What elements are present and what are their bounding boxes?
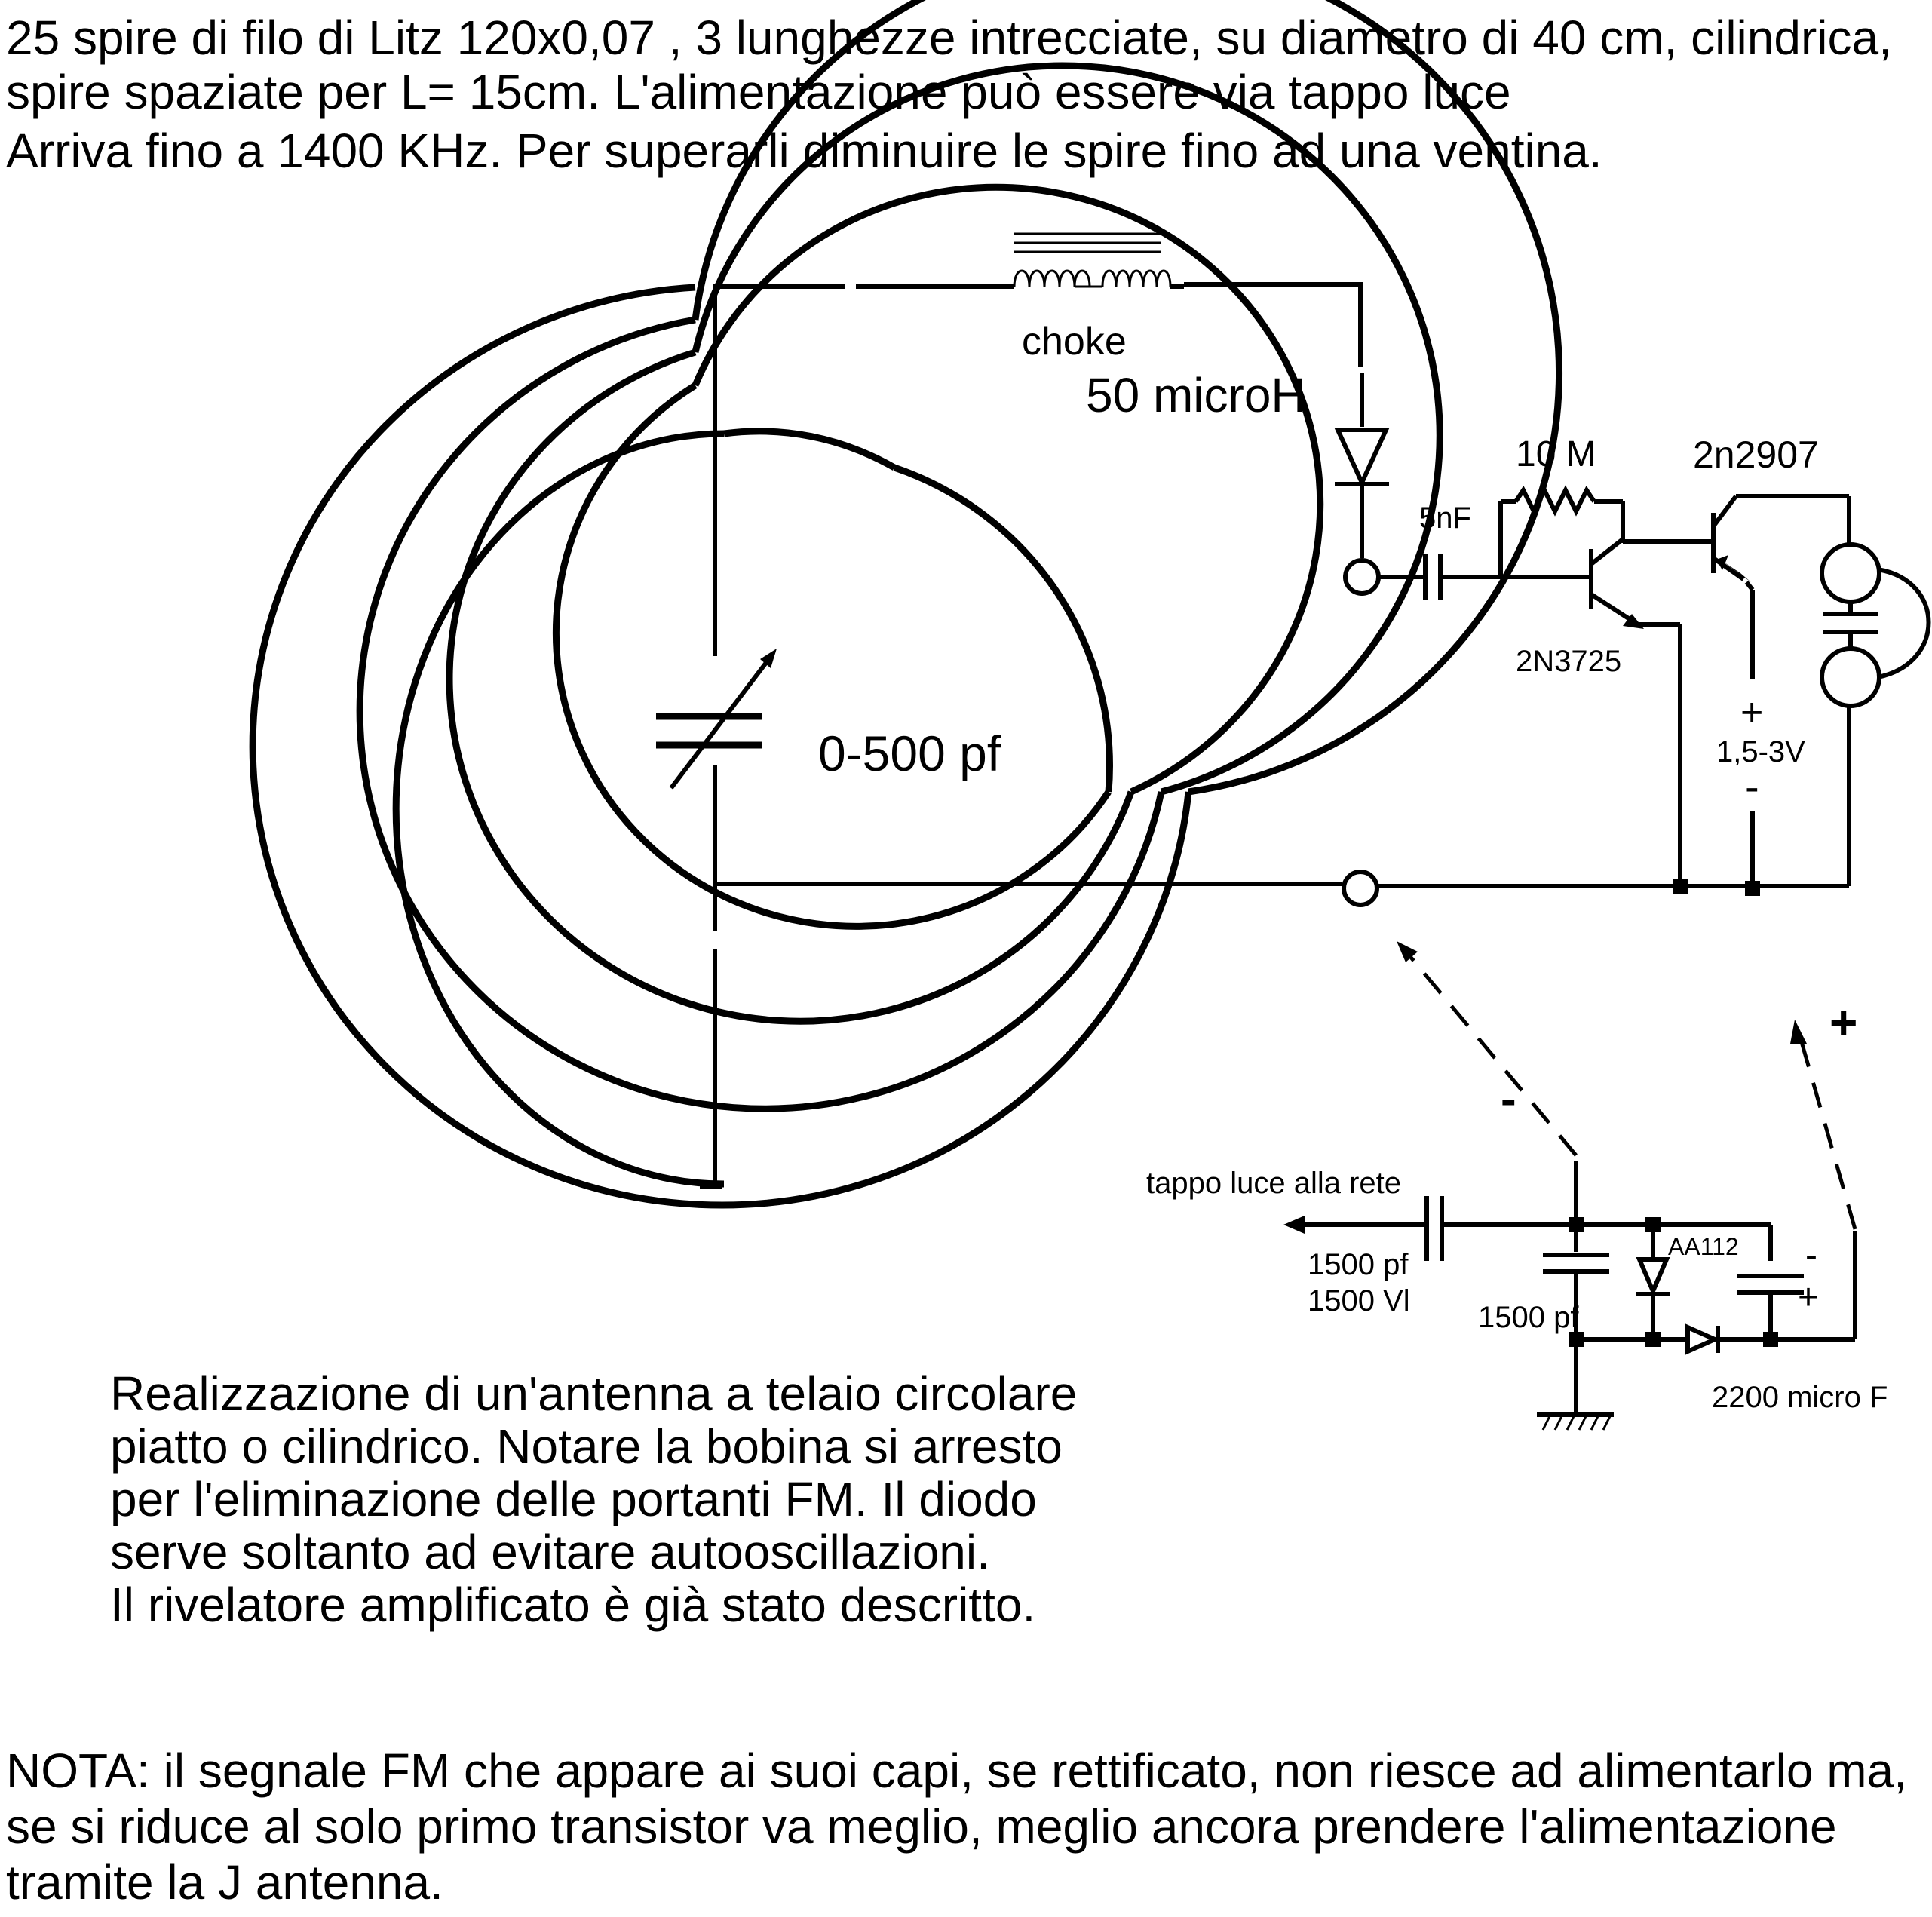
dashed-minus-lead (1397, 941, 1578, 1157)
header-line-2: spire spaziate per L= 15cm. L'alimentazi… (6, 65, 1511, 119)
aa112-diode-label: AA112 (1668, 1233, 1739, 1260)
note-line-3: tramite la J antenna. (6, 1855, 443, 1909)
shunt-cap-label: 1500 pf (1478, 1301, 1579, 1334)
choke-inductor (994, 232, 1184, 289)
description-line-2: piatto o cilindrico. Notare la bobina si… (110, 1419, 1063, 1474)
dashed-lead-minus-sign: - (1501, 1073, 1516, 1125)
note-text: NOTA: il segnale FM che appare ai suoi c… (6, 1744, 1907, 1909)
electrolytic-value-label: 2200 micro F (1712, 1381, 1888, 1414)
loop-antenna-spiral (249, 0, 1563, 1209)
electrolytic-minus-sign: - (1805, 1235, 1817, 1275)
description-text: Realizzazione di un'antenna a telaio cir… (110, 1366, 1077, 1632)
header-line-1: 25 spire di filo di Litz 120x0,07 , 3 lu… (6, 11, 1892, 65)
battery-voltage-label: 1,5-3V (1716, 735, 1805, 768)
transistor-2n2907 (1623, 494, 1851, 679)
mains-plug-label: tappo luce alla rete (1146, 1167, 1401, 1200)
transistor-2n3725-label: 2N3725 (1516, 645, 1621, 678)
bias-resistor-label: 10 M (1516, 434, 1596, 474)
electrolytic-plus-sign: + (1798, 1277, 1819, 1317)
mains-supply-circuit (1283, 1161, 1857, 1431)
choke-label: choke (1022, 320, 1127, 363)
description-line-1: Realizzazione di un'antenna a telaio cir… (110, 1366, 1077, 1421)
variable-capacitor-label: 0-500 pf (818, 725, 1001, 781)
description-line-5: Il rivelatore amplificato è già stato de… (110, 1578, 1035, 1632)
coupling-capacitor (1378, 554, 1591, 600)
dashed-lead-plus-sign: + (1829, 995, 1857, 1050)
header-text: 25 spire di filo di Litz 120x0,07 , 3 lu… (6, 11, 1892, 178)
top-wire (856, 282, 1364, 427)
earphones (1820, 542, 1931, 886)
mains-cap-voltage-label: 1500 Vl (1308, 1284, 1410, 1317)
protection-diode (1334, 428, 1390, 596)
transistor-2n2907-label: 2n2907 (1693, 434, 1819, 476)
description-line-4: serve soltanto ad evitare autooscillazio… (110, 1525, 990, 1579)
battery-plus-sign: + (1740, 691, 1763, 735)
note-line-1: NOTA: il segnale FM che appare ai suoi c… (6, 1744, 1907, 1798)
bias-resistor (1498, 485, 1625, 577)
note-line-2: se si riduce al solo primo transistor va… (6, 1799, 1837, 1854)
variable-capacitor-symbol (656, 649, 777, 790)
description-line-3: per l'eliminazione delle portanti FM. Il… (110, 1472, 1037, 1526)
choke-value-label: 50 microH (1086, 368, 1306, 422)
transistor-2n3725 (1589, 537, 1682, 884)
battery-minus-sign: - (1745, 762, 1759, 810)
center-conductor (700, 284, 845, 1189)
mains-cap-value-label: 1500 pf (1308, 1248, 1409, 1281)
dashed-plus-lead (1790, 1020, 1857, 1230)
coupling-capacitor-label: 5nF (1419, 501, 1471, 535)
common-ground-wire (715, 870, 1849, 907)
